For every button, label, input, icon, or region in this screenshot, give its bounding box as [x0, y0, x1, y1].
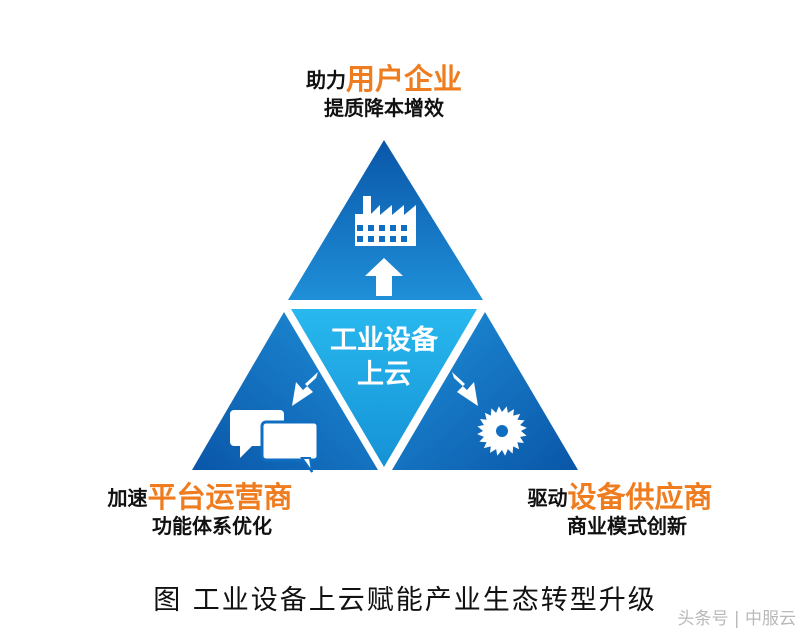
right-label-prefix: 驱动 — [527, 486, 568, 510]
left-label-accent: 平台运营商 — [147, 480, 293, 514]
right-triangle — [392, 312, 578, 470]
right-label-sub: 商业模式创新 — [567, 514, 687, 538]
center-label: 工业设备 上云 — [304, 324, 464, 392]
center-line1: 工业设备 — [330, 325, 438, 356]
right-label: 驱动设备供应商 商业模式创新 — [480, 483, 760, 541]
arrow-down-left-icon — [292, 372, 318, 406]
chat-bubbles-icon — [230, 410, 320, 473]
top-label-prefix: 助力 — [305, 68, 346, 92]
factory-icon — [355, 196, 416, 246]
center-triangle — [291, 309, 477, 467]
left-label-prefix: 加速 — [107, 486, 148, 510]
arrow-up-icon — [365, 258, 403, 296]
watermark: 头条号 | 中服云 — [677, 609, 796, 629]
left-label: 加速平台运营商 功能体系优化 — [70, 483, 330, 541]
figure-caption: 图 工业设备上云赋能产业生态转型升级 — [153, 585, 657, 616]
top-label-sub: 提质降本增效 — [324, 96, 444, 120]
left-label-sub: 功能体系优化 — [152, 514, 272, 538]
center-line2: 上云 — [357, 359, 411, 390]
top-label: 助力用户企业 提质降本增效 — [264, 65, 504, 123]
top-label-accent: 用户企业 — [345, 62, 462, 96]
arrow-down-right-icon — [452, 372, 478, 406]
gear-icon — [477, 406, 527, 456]
right-label-accent: 设备供应商 — [567, 480, 713, 514]
